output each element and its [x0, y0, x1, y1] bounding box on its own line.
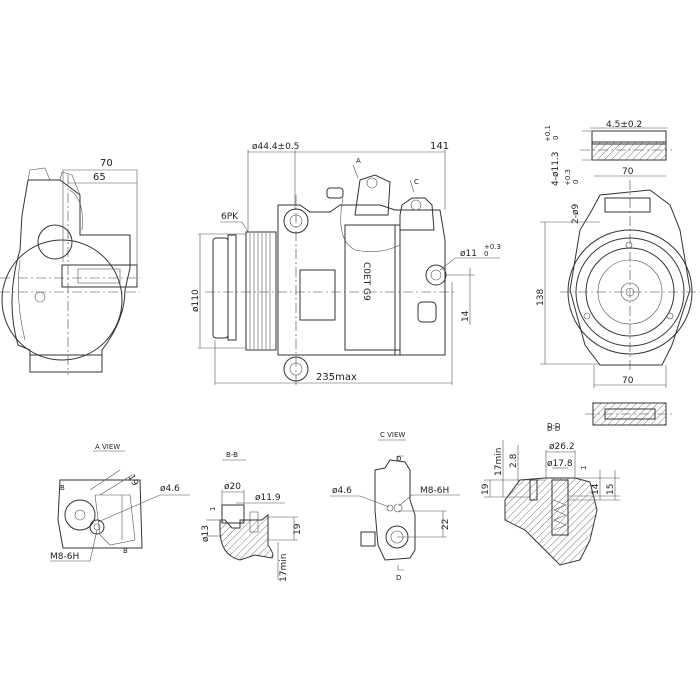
dd-dia-17-8: ø17.8	[547, 459, 573, 469]
side-dim-70: 70	[100, 158, 113, 169]
arrow-a-label: A	[356, 157, 361, 165]
bb-dia-20: ø20	[224, 482, 241, 492]
diameter-110-label: ø110	[191, 289, 201, 312]
a-view-section-mark-bottom: B	[123, 547, 128, 555]
holes-2-tol-lower: 0	[572, 180, 580, 184]
port-tolerance-lower: 0	[484, 250, 488, 258]
a-view-thread-label: M8-6H	[50, 552, 79, 562]
bb-section: B-B ø20 ø11.9 1 ø13 19 17min	[201, 451, 303, 582]
side-view: 70 65	[0, 158, 140, 375]
height-138-label: 138	[536, 289, 546, 306]
a-view-section-mark-top: B	[60, 484, 65, 492]
dd-section: D-D 19 17min 2.8 ø26.2 ø17.8 1 14 15	[481, 425, 620, 566]
holes-2-tol-upper: +0.3	[564, 169, 572, 186]
c-view-hole-label: ø4.6	[332, 486, 352, 496]
c-view-dim-22: 22	[441, 519, 451, 530]
c-view-section-mark-bottom: D	[396, 574, 401, 582]
bb-dim-19: 19	[293, 523, 303, 535]
a-view: A VIEW 19 ø4.6 M8-6H B B	[50, 443, 190, 562]
port-tolerance-upper: +0.3	[484, 243, 501, 251]
dd-dim-2-8: 2.8	[509, 453, 519, 468]
front-view: C0ET G9 ø44.4±0.5 141 A C 6PK ø110 ø11 +…	[191, 141, 501, 385]
dd-dim-14: 14	[591, 483, 601, 495]
bb-dia-13: ø13	[201, 525, 211, 542]
dd-dim-15: 15	[606, 484, 616, 495]
top-width-label: 70	[622, 167, 634, 177]
a-view-title: A VIEW	[95, 443, 120, 451]
bb-dim-1: 1	[209, 507, 217, 511]
a-view-dim-19: 19	[125, 473, 140, 488]
holes-2-label: 2-ø9	[571, 204, 581, 224]
bb-dia-11-9: ø11.9	[255, 493, 281, 503]
body-marking: C0ET G9	[361, 262, 371, 301]
c-view-thread-label: M8-6H	[420, 486, 449, 496]
c-view: C VIEW D D ø4.6 M8-6H 22	[330, 431, 460, 582]
dim-14-label: 14	[461, 310, 471, 322]
dd-section-marker: D-D	[547, 422, 560, 430]
port-diameter-label: ø11	[460, 249, 477, 259]
holes-4-label: 4-ø11.3	[551, 151, 561, 186]
belt-label: 6PK	[221, 212, 239, 222]
dd-depth: 17min	[494, 448, 504, 476]
c-view-title: C VIEW	[380, 431, 405, 439]
end-view: 4.5±0.2 4-ø11.3 +0.1 0 2-ø9 +0.3 0 70 13…	[536, 120, 700, 430]
side-dim-65: 65	[93, 172, 106, 183]
bottom-width-label: 70	[622, 376, 634, 386]
holes-4-tol-upper: +0.1	[544, 125, 552, 142]
c-view-section-mark-top: D	[396, 455, 401, 463]
holes-4-tol-lower: 0	[552, 136, 560, 140]
bb-depth: 17min	[279, 554, 289, 582]
a-view-hole-label: ø4.6	[160, 484, 180, 494]
dd-dia-26-2: ø26.2	[549, 442, 575, 452]
slot-width-label: 4.5±0.2	[606, 120, 642, 130]
overall-length-label: 235max	[316, 372, 357, 383]
dd-dim-19: 19	[481, 483, 491, 495]
dd-dim-1: 1	[580, 466, 588, 470]
length-141-label: 141	[430, 141, 449, 152]
bb-title: B-B	[226, 451, 238, 459]
arrow-c-label: C	[414, 178, 419, 186]
dd-title: D-D	[547, 425, 560, 433]
pulley-diameter-label: ø44.4±0.5	[252, 142, 299, 152]
